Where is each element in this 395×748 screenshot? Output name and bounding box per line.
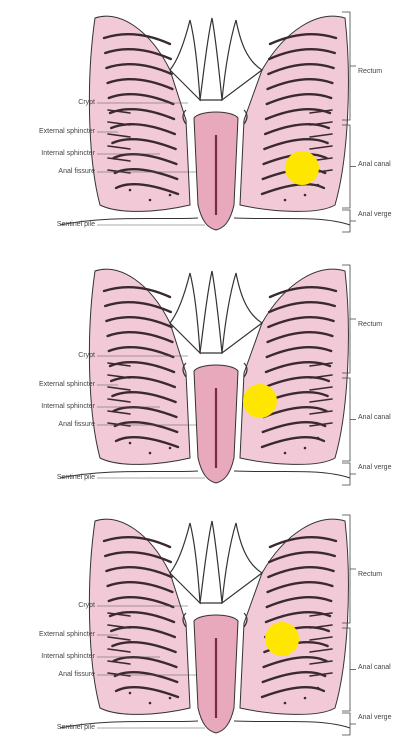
label-right: Rectum	[358, 321, 382, 329]
label-left: Sentinel pile	[57, 724, 95, 732]
rectal-columns	[170, 521, 262, 603]
label-right: Rectum	[358, 68, 382, 76]
label-left: Crypt	[78, 352, 95, 360]
label-left: Crypt	[78, 99, 95, 107]
left-anal-wall	[89, 269, 190, 464]
yellow-marker	[243, 384, 277, 418]
label-right: Anal verge	[358, 714, 391, 722]
anatomy-panel: CryptExternal sphincterInternal sphincte…	[0, 503, 395, 748]
label-right: Anal canal	[358, 414, 391, 422]
label-right: Anal verge	[358, 464, 391, 472]
label-left: Crypt	[78, 602, 95, 610]
yellow-marker	[285, 151, 319, 185]
label-right: Anal canal	[358, 664, 391, 672]
label-right: Rectum	[358, 571, 382, 579]
left-anal-wall	[89, 16, 190, 211]
label-left: External sphincter	[39, 381, 95, 389]
label-left: Anal fissure	[58, 421, 95, 429]
anatomy-panel: CryptExternal sphincterInternal sphincte…	[0, 0, 395, 245]
anatomy-illustration	[0, 0, 395, 245]
label-left: Internal sphincter	[41, 150, 95, 158]
right-anal-wall	[240, 269, 348, 464]
right-anal-wall	[240, 519, 348, 714]
label-left: Sentinel pile	[57, 221, 95, 229]
label-right: Anal canal	[358, 161, 391, 169]
label-left: Anal fissure	[58, 671, 95, 679]
rectal-columns	[170, 271, 262, 353]
anatomy-panel: CryptExternal sphincterInternal sphincte…	[0, 253, 395, 498]
yellow-marker	[265, 622, 299, 656]
label-right: Anal verge	[358, 211, 391, 219]
label-left: External sphincter	[39, 631, 95, 639]
left-anal-wall	[89, 519, 190, 714]
label-left: Anal fissure	[58, 168, 95, 176]
label-left: Internal sphincter	[41, 653, 95, 661]
label-left: External sphincter	[39, 128, 95, 136]
anatomy-illustration	[0, 253, 395, 498]
label-left: Sentinel pile	[57, 474, 95, 482]
rectal-columns	[170, 18, 262, 100]
label-left: Internal sphincter	[41, 403, 95, 411]
anatomy-illustration	[0, 503, 395, 748]
